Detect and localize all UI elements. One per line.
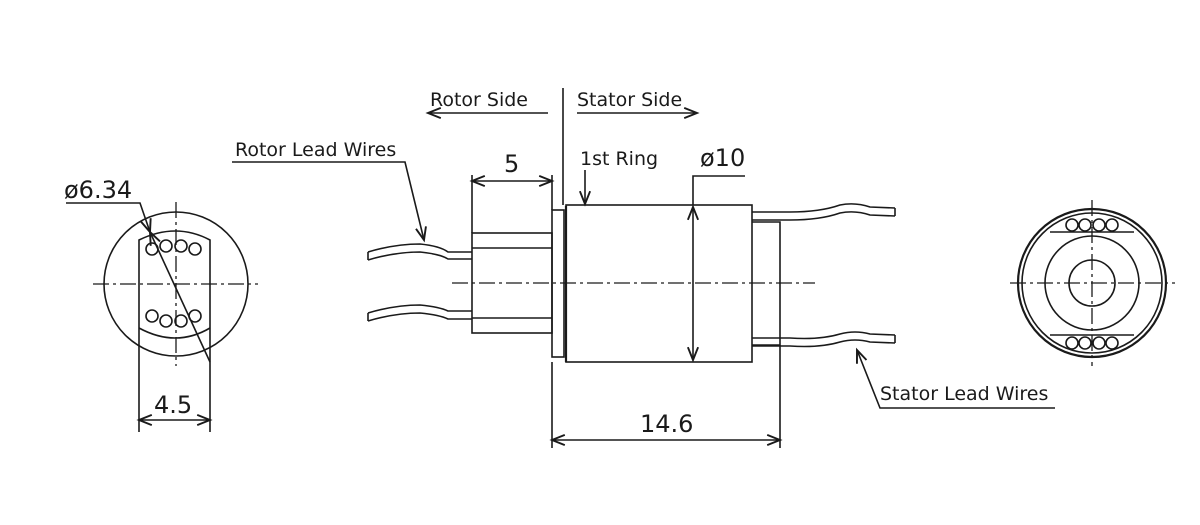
stator-contact-holes bbox=[1065, 218, 1119, 350]
body-diameter-label: ø10 bbox=[700, 144, 745, 172]
rotor-side-label: Rotor Side bbox=[430, 89, 528, 111]
rotor-length-label: 5 bbox=[504, 150, 519, 178]
width-4-5-label: 4.5 bbox=[154, 391, 192, 419]
stator-lead-wires-label: Stator Lead Wires bbox=[880, 383, 1048, 405]
total-length-label: 14.6 bbox=[640, 410, 693, 438]
diameter-6-34-label: ø6.34 bbox=[64, 176, 132, 204]
rotor-lead-wires-label: Rotor Lead Wires bbox=[235, 139, 396, 161]
first-ring-label: 1st Ring bbox=[580, 148, 658, 170]
rotor-end-view: ø6.34 4.5 bbox=[64, 176, 258, 432]
stator-side-label: Stator Side bbox=[577, 89, 682, 111]
side-view: Rotor Side Stator Side Rotor Lead Wires … bbox=[232, 88, 1055, 448]
stator-end-view bbox=[1010, 200, 1175, 366]
